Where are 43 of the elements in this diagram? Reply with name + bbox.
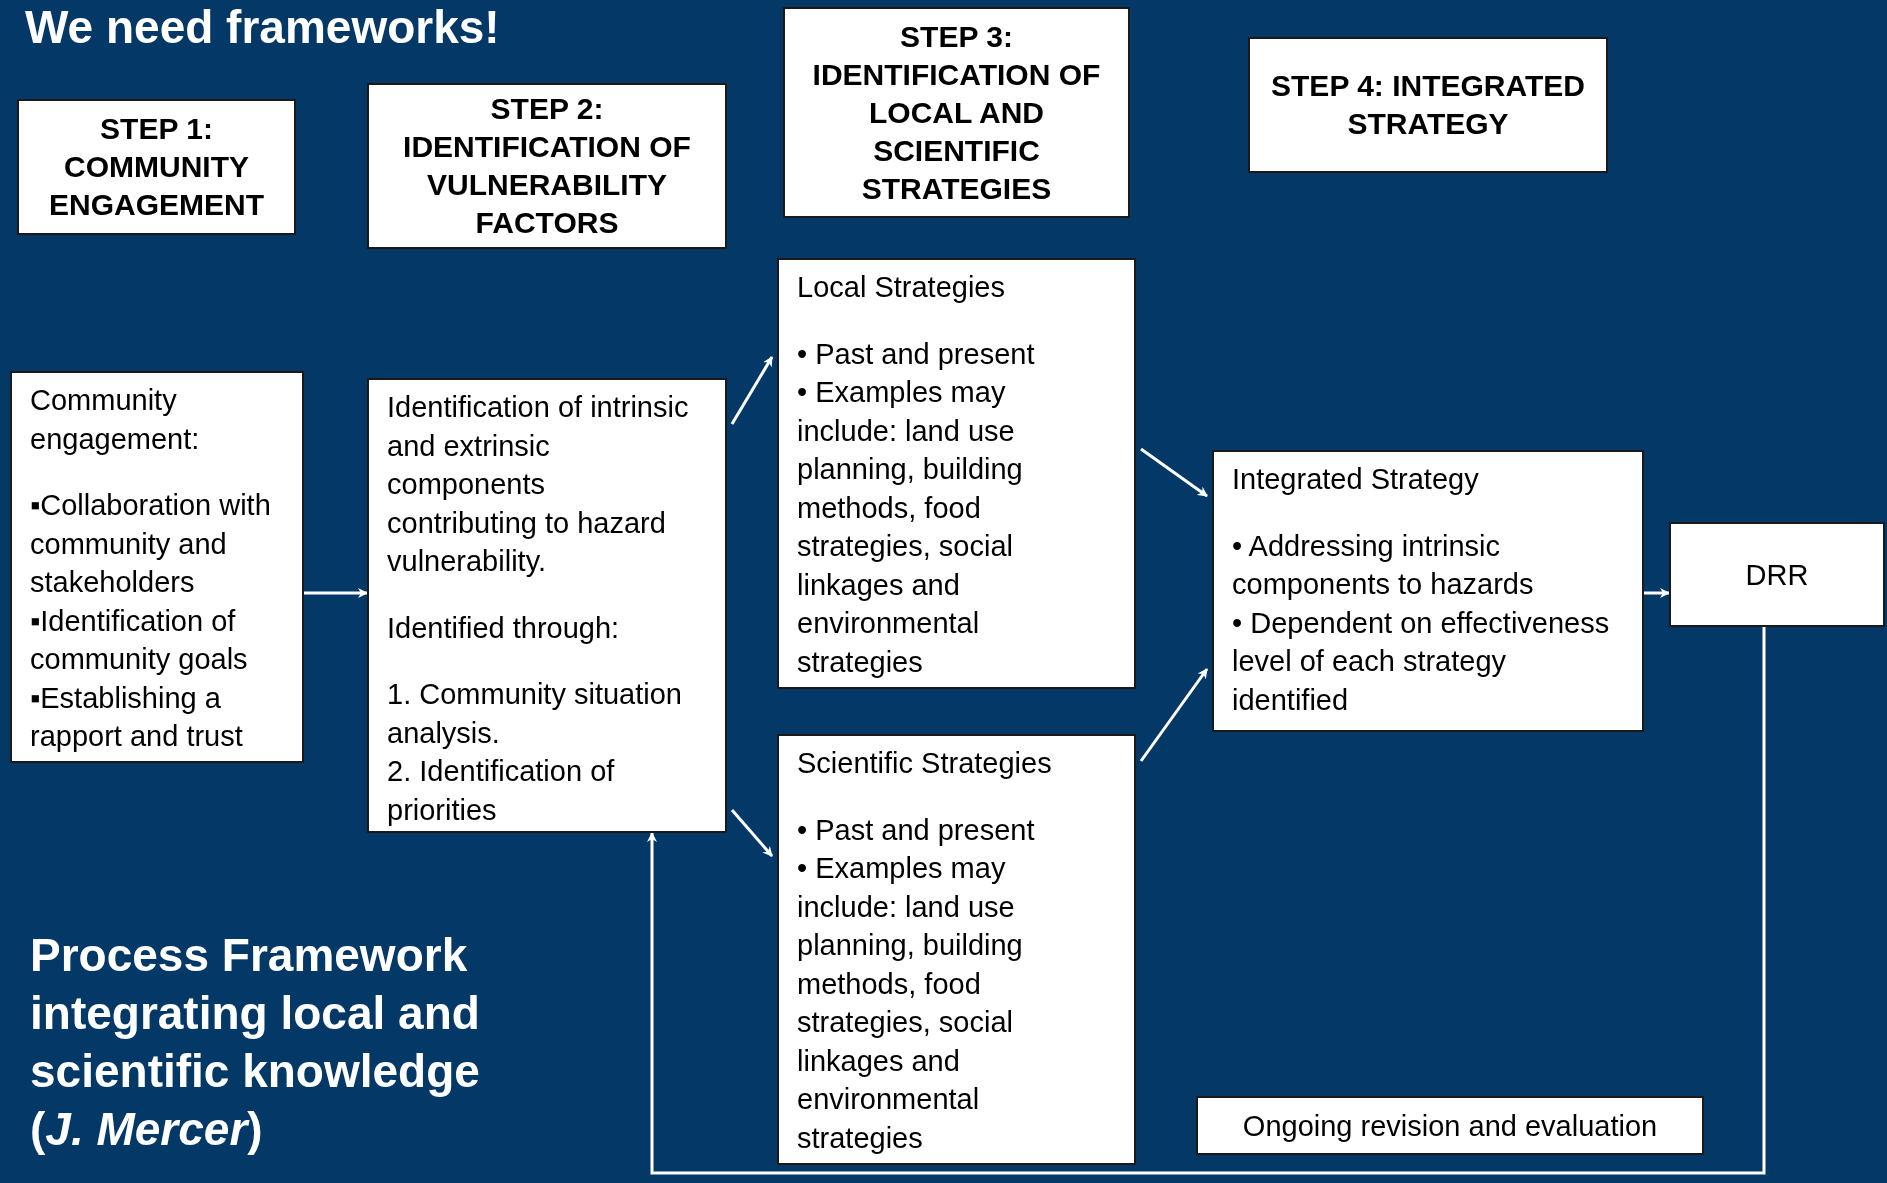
arrow: [1140, 447, 1208, 498]
process-box: [777, 258, 1136, 689]
box-text: • Examples may include: land use planning, building methods, food strategies, social linkages and environmental strategies: [797, 375, 1024, 680]
caption-text: Process Framework integrating local and scientific knowledge (J. Mercer): [30, 928, 481, 1157]
box-text: • Past and present: [797, 336, 1036, 372]
arrow: [304, 588, 368, 598]
box-text: • Addressing intrinsic components to hazards: [1232, 528, 1535, 602]
box-text: ▪Identification of community goals: [30, 603, 249, 677]
box-text: 1. Community situation analysis.: [387, 677, 683, 751]
arrow: [730, 809, 774, 857]
box-heading: Local Strategies: [797, 270, 1006, 305]
step-heading-box: [17, 99, 296, 235]
step-heading-box: [1248, 37, 1608, 173]
step-title: STEP 2: IDENTIFICATION OF VULNERABILITY FACTORS: [402, 91, 692, 241]
step-heading-box: [783, 7, 1130, 218]
box-heading: Community engagement:: [30, 383, 201, 457]
arrow: [647, 627, 1766, 1175]
step-heading-box: [367, 83, 727, 249]
step-title: STEP 4: INTEGRATED STRATEGY: [1270, 68, 1586, 142]
box-text: Ongoing revision and evaluation: [1242, 1108, 1658, 1144]
box-text: • Past and present: [797, 812, 1036, 848]
box-text: • Dependent on effectiveness level of each strategy identified: [1232, 605, 1611, 718]
box-text: 2. Identification of priorities: [387, 754, 616, 828]
outcome-box: [1669, 522, 1885, 627]
box-text: • Examples may include: land use planning, building methods, food strategies, social linkages and environmental strategies: [797, 851, 1024, 1156]
process-box: [777, 734, 1136, 1165]
arrow: [1644, 588, 1670, 598]
arrow: [730, 356, 774, 425]
box-text: ▪Establishing a rapport and trust: [30, 680, 244, 754]
box-text: ▪Collaboration with community and stakeholders: [30, 488, 272, 600]
note-box: [1196, 1096, 1704, 1155]
box-text: Identified through:: [387, 610, 621, 646]
box-heading: Identification of intrinsic and extrinsic components contributing to hazard vulnerability.: [387, 390, 690, 579]
process-box: [1212, 450, 1644, 732]
process-box: [367, 378, 727, 833]
arrow: [1139, 668, 1209, 762]
step-title: STEP 3: IDENTIFICATION OF LOCAL AND SCIENTIFIC STRATEGIES: [811, 18, 1102, 207]
box-heading: Scientific Strategies: [797, 746, 1053, 781]
title: We need frameworks!: [25, 0, 500, 54]
step-title: STEP 1: COMMUNITY ENGAGEMENT: [48, 111, 265, 223]
box-text: DRR: [1745, 557, 1809, 593]
process-box: [10, 371, 304, 763]
box-heading: Integrated Strategy: [1232, 462, 1480, 497]
